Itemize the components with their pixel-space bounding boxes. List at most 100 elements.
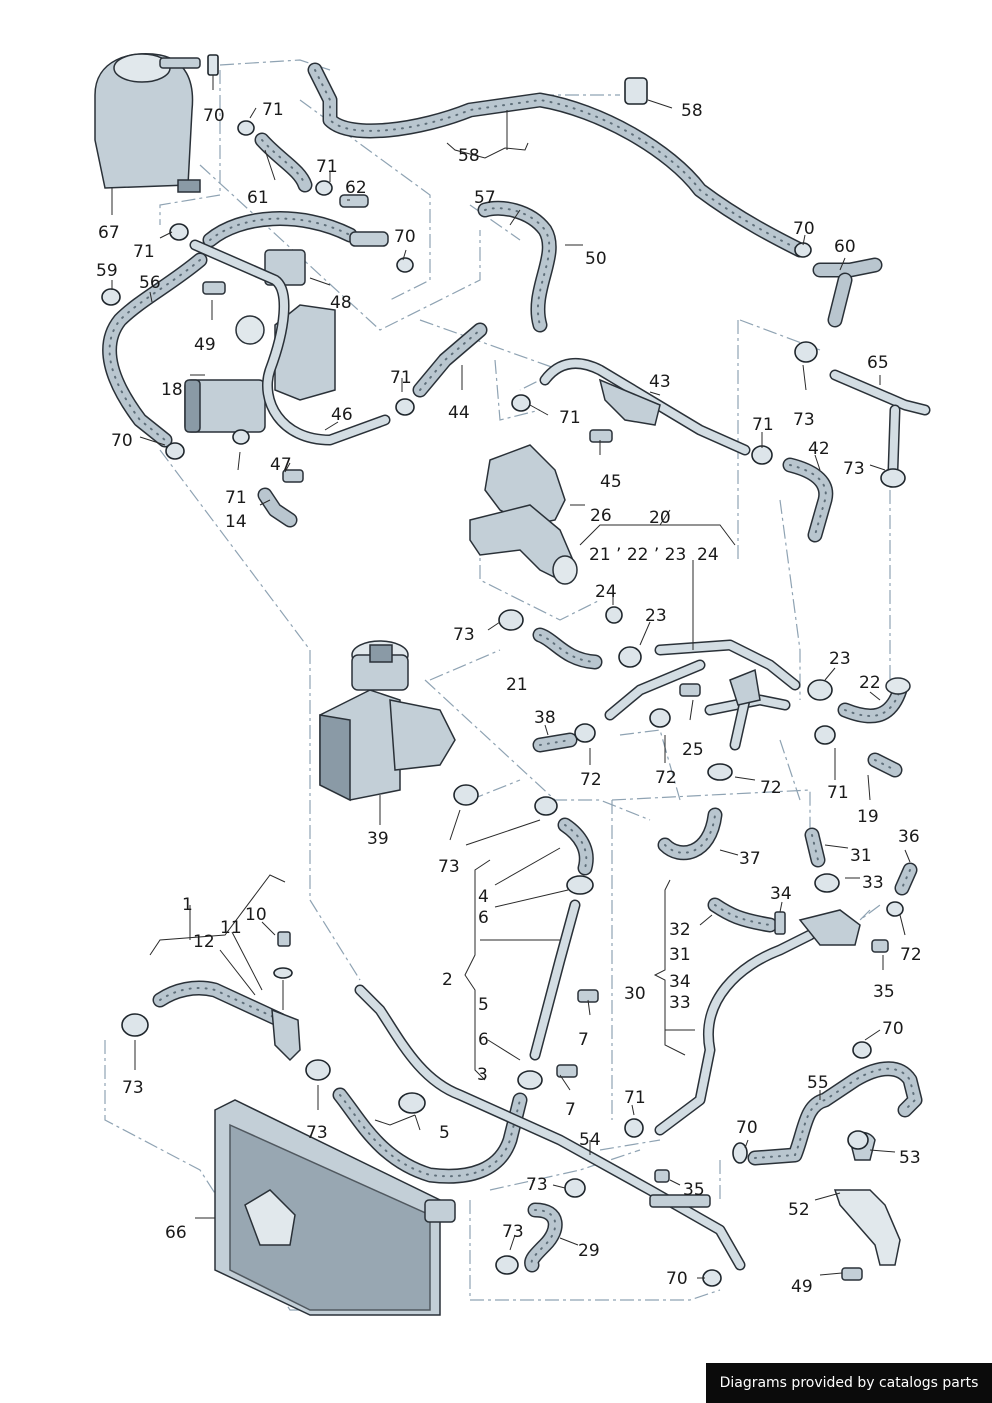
label-26: 26 [590, 506, 612, 526]
hose-50 [477, 200, 557, 333]
vent-hose-58 [307, 62, 808, 258]
label-72a: 72 [580, 770, 602, 790]
label-1: 1 [182, 895, 193, 915]
label-56: 56 [139, 273, 161, 293]
label-20: 20 [649, 508, 671, 528]
label-50: 50 [585, 249, 607, 269]
label-30: 30 [624, 984, 646, 1004]
hose-44 [412, 322, 488, 398]
thermostat-housing-26 [469, 444, 578, 585]
label-52: 52 [788, 1200, 810, 1220]
label-73f: 73 [306, 1123, 328, 1143]
label-70a: 70 [203, 106, 225, 126]
label-34b: 34 [669, 972, 691, 992]
label-53: 53 [899, 1148, 921, 1168]
label-37: 37 [739, 849, 761, 869]
egr-cooler-18 [184, 379, 266, 433]
label-71c: 71 [133, 242, 155, 262]
label-71f: 71 [752, 415, 774, 435]
hose-19 [867, 752, 903, 778]
hose-42 [782, 457, 834, 543]
hose-36 [894, 862, 918, 896]
label-46: 46 [331, 405, 353, 425]
label-11: 11 [220, 918, 242, 938]
label-14: 14 [225, 512, 247, 532]
label-19: 19 [857, 807, 879, 827]
label-21: 21 [506, 675, 528, 695]
label-71g: 71 [225, 488, 247, 508]
label-72b: 72 [655, 768, 677, 788]
label-10: 10 [245, 905, 267, 925]
label-38: 38 [534, 708, 556, 728]
pipe-assembly-20 [604, 639, 801, 751]
pipe-46 [189, 239, 391, 446]
label-18: 18 [161, 380, 183, 400]
bolts [202, 281, 889, 1281]
label-25: 25 [682, 740, 704, 760]
oil-filter-housing-39 [319, 640, 456, 802]
label-43: 43 [649, 372, 671, 392]
label-65: 65 [867, 353, 889, 373]
label-35b: 35 [683, 1180, 705, 1200]
label-54: 54 [579, 1130, 601, 1150]
label-71b: 71 [316, 157, 338, 177]
hose-37 [657, 807, 723, 861]
label-72c: 72 [760, 778, 782, 798]
bracket-52 [833, 1131, 901, 1266]
label-23b: 23 [829, 649, 851, 669]
label-66: 66 [165, 1223, 187, 1243]
label-32: 32 [669, 920, 691, 940]
label-57: 57 [474, 188, 496, 208]
label-42: 42 [808, 439, 830, 459]
label-59: 59 [96, 261, 118, 281]
label-70f: 70 [736, 1118, 758, 1138]
label-21-22-23: 21 ’ 22 ’ 23 [589, 545, 686, 565]
label-47: 47 [270, 455, 292, 475]
hose-38 [532, 732, 578, 753]
label-31b: 31 [669, 945, 691, 965]
label-70c: 70 [793, 219, 815, 239]
label-70b: 70 [394, 227, 416, 247]
label-73h: 73 [502, 1222, 524, 1242]
label-36: 36 [898, 827, 920, 847]
label-72d: 72 [900, 945, 922, 965]
label-71a: 71 [262, 100, 284, 120]
label-70d: 70 [111, 431, 133, 451]
label-55: 55 [807, 1073, 829, 1093]
label-7a: 7 [578, 1030, 589, 1050]
label-6a: 6 [478, 908, 489, 928]
label-45: 45 [600, 472, 622, 492]
label-60: 60 [834, 237, 856, 257]
label-58b: 58 [458, 146, 480, 166]
label-33a: 33 [862, 873, 884, 893]
hose-clamps [101, 120, 906, 1287]
hose-55 [747, 1061, 923, 1166]
hose-5 [332, 1087, 528, 1184]
label-34a: 34 [770, 884, 792, 904]
hose-29 [524, 1202, 563, 1273]
pipe-30 [654, 909, 861, 1136]
leader-lines [111, 75, 911, 1279]
label-73c: 73 [453, 625, 475, 645]
label-71h: 71 [827, 783, 849, 803]
label-71d: 71 [390, 368, 412, 388]
label-23a: 23 [645, 606, 667, 626]
label-70g: 70 [666, 1269, 688, 1289]
coolant-reservoir [94, 53, 219, 193]
label-73b: 73 [843, 459, 865, 479]
label-5b: 5 [439, 1123, 450, 1143]
attribution-footer: Diagrams provided by catalogs parts [706, 1363, 992, 1403]
label-29: 29 [578, 1241, 600, 1261]
label-58a: 58 [681, 101, 703, 121]
hose-4 [557, 817, 594, 876]
label-24a: 24 [697, 545, 719, 565]
label-22: 22 [859, 673, 881, 693]
hose-14 [257, 487, 298, 528]
label-5a: 5 [478, 995, 489, 1015]
label-48: 48 [330, 293, 352, 313]
connector-60 [812, 257, 883, 328]
label-73e: 73 [122, 1078, 144, 1098]
connector-65 [829, 369, 931, 476]
hose-1 [152, 980, 301, 1062]
